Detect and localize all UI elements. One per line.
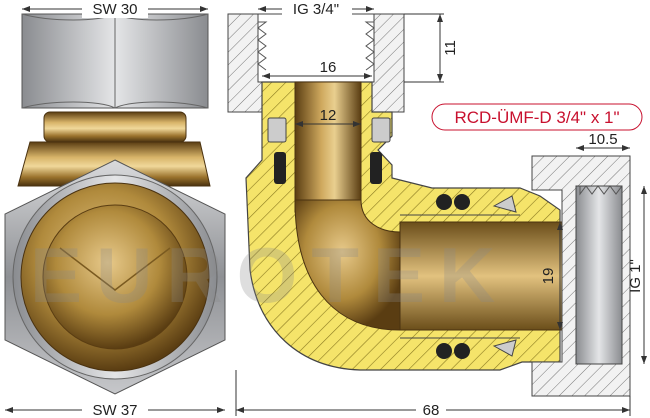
dim-thread-top-height: 11 [442,40,459,56]
watermark: EUROTEK [30,231,509,319]
model-label: RCD-ÜMF-D 3/4" x 1" [454,108,619,127]
o-rings [267,117,517,359]
bottom-hex-nut [4,159,226,395]
external-view [4,13,226,395]
model-label-badge: RCD-ÜMF-D 3/4" x 1" [431,103,643,131]
dim-inner-diameter-top: 16 [320,59,337,76]
side-thread-nut-section [531,155,631,397]
dim-side-bore: 19 [540,268,557,285]
dim-thread-top: IG 3/4" [293,1,339,18]
dim-side-depth: 10.5 [588,131,617,148]
dim-total-length: 68 [423,402,440,418]
body-section [245,81,563,371]
top-hex-nut [21,13,209,109]
dim-sw-bottom: SW 37 [92,402,137,418]
section-view [227,13,631,397]
dim-sw-top: SW 30 [92,1,137,18]
dim-bore-top: 12 [320,107,337,124]
dim-thread-side: IG 1" [627,259,644,293]
